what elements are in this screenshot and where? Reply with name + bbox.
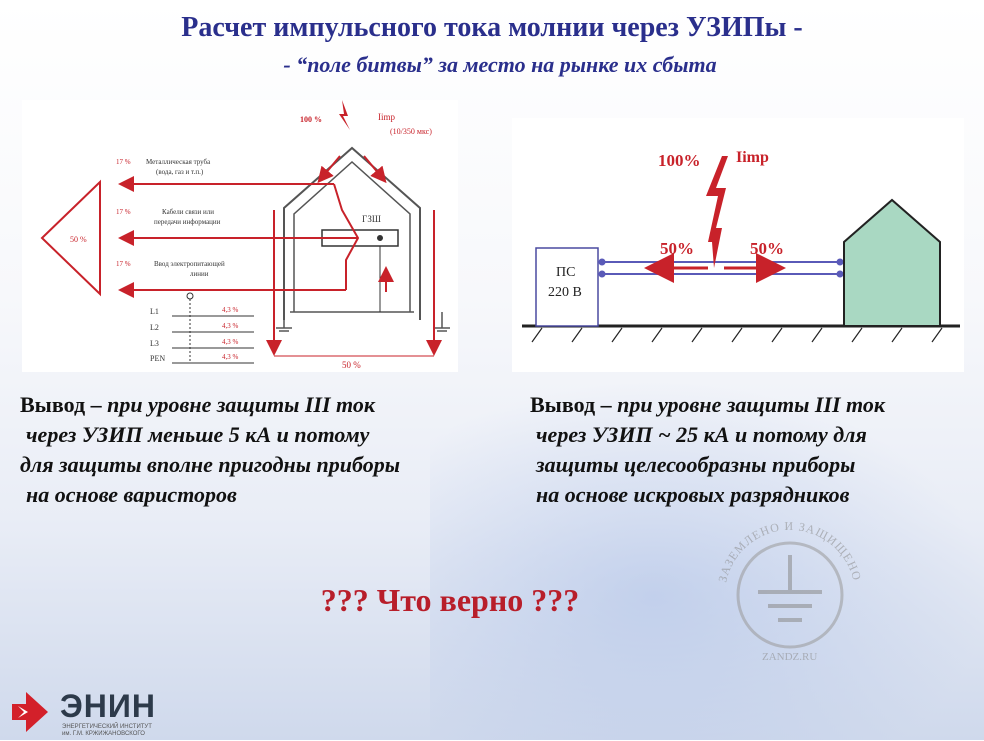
ground-symbol-icon <box>758 555 822 622</box>
substation-label-1: ПС <box>556 265 575 280</box>
strike-label: Iimp <box>736 149 769 166</box>
path-2-label-2: передачи информации <box>154 218 221 226</box>
device-label: ГЗШ <box>362 214 381 224</box>
question-text: ??? Что верно ??? <box>320 582 580 618</box>
path-2-percent: 17 % <box>116 208 131 216</box>
stamp-site: ZANDZ.RU <box>762 651 817 663</box>
conclusion-left: Вывод – при уровне защиты III ток через … <box>20 390 480 510</box>
line-pen-percent: 4,3 % <box>222 353 239 361</box>
path-1-label-2: (вода, газ и т.п.) <box>156 168 204 176</box>
line-l3-percent: 4,3 % <box>222 338 239 346</box>
line-l1-percent: 4,3 % <box>222 306 239 314</box>
total-outgoing-arrow <box>40 179 101 297</box>
strike-percent: 100 % <box>300 115 322 124</box>
conclusion-left-line-3: для защиты вполне пригодны приборы <box>20 452 400 477</box>
enin-logo: ЭНИН ЭНЕРГЕТИЧЕСКИЙ ИНСТИТУТ им. Г.М. КР… <box>4 688 204 738</box>
line-l3-name: L3 <box>150 339 159 348</box>
strike-label: Iimp <box>378 112 395 122</box>
path-3-label-2: линии <box>190 270 209 278</box>
lightning-bolt-icon <box>339 100 350 130</box>
logo-subtitle-2: им. Г.М. КРЖИЖАНОВСКОГО <box>62 731 145 737</box>
path-1-percent: 17 % <box>116 158 131 166</box>
conclusion-right-line-2: через УЗИП ~ 25 кА и потому для <box>536 422 867 447</box>
house-outline <box>283 146 421 320</box>
conclusion-left-line-4: на основе варисторов <box>26 482 237 507</box>
substation-box <box>535 247 599 327</box>
conclusion-right-line-1: при уровне защиты III ток <box>617 392 886 417</box>
path-1-label-1: Металлическая труба <box>146 158 211 166</box>
line-pen-name: PEN <box>150 354 165 363</box>
path-2-label-1: Кабели связи или <box>162 208 214 216</box>
strike-percent: 100% <box>658 151 701 170</box>
right-diagram: ПС 220 В 100% Iimp 50% 50% <box>522 149 960 343</box>
substation-label-2: 220 В <box>548 285 582 300</box>
strike-waveform: (10/350 мкс) <box>390 127 432 136</box>
right-diagram-panel: ПС 220 В 100% Iimp 50% 50% <box>512 118 964 372</box>
path-3-label-1: Ввод электропитающей <box>154 260 225 268</box>
stamp-watermark: ЗАЗЕМЛЕНО И ЗАЩИЩЕНО ZANDZ.RU <box>700 500 880 680</box>
logo-subtitle: ЭНЕРГЕТИЧЕСКИЙ ИНСТИТУТ им. Г.М. КРЖИЖАН… <box>62 724 202 738</box>
line-l1-name: L1 <box>150 307 159 316</box>
conclusion-left-line-1: при уровне защиты III ток <box>107 392 376 417</box>
house-icon <box>843 198 941 327</box>
slide-title: Расчет импульсного тока молнии через УЗИ… <box>181 12 803 43</box>
line-l2-name: L2 <box>150 323 159 332</box>
logo-name: ЭНИН <box>60 688 156 724</box>
path-3-percent: 17 % <box>116 260 131 268</box>
conclusion-right-line-4: на основе искровых разрядников <box>536 482 850 507</box>
left-split: 50% <box>660 239 694 258</box>
background-glow <box>430 380 984 740</box>
conclusion-right-line-3: защиты целесообразны приборы <box>536 452 856 477</box>
conclusion-right: Вывод – при уровне защиты III ток через … <box>530 390 970 510</box>
right-split: 50% <box>750 239 784 258</box>
lightning-bolt-icon <box>706 156 728 268</box>
enin-logo-icon <box>12 692 48 732</box>
conclusion-left-line-2: через УЗИП меньше 5 кА и потому <box>26 422 370 447</box>
conclusion-right-lead: Вывод – <box>530 392 618 417</box>
left-diagram: 100 % Iimp (10/350 мкс) 50 % ГЗШ 50 % 17… <box>40 100 450 370</box>
conclusion-left-lead: Вывод – <box>20 392 108 417</box>
total-outgoing: 50 % <box>70 235 87 244</box>
slide-subtitle: - “поле битвы” за место на рынке их сбыт… <box>283 52 717 77</box>
logo-subtitle-1: ЭНЕРГЕТИЧЕСКИЙ ИНСТИТУТ <box>62 724 152 730</box>
ground-percent: 50 % <box>342 360 361 370</box>
left-diagram-panel: 100 % Iimp (10/350 мкс) 50 % ГЗШ 50 % 17… <box>22 100 458 372</box>
line-l2-percent: 4,3 % <box>222 322 239 330</box>
